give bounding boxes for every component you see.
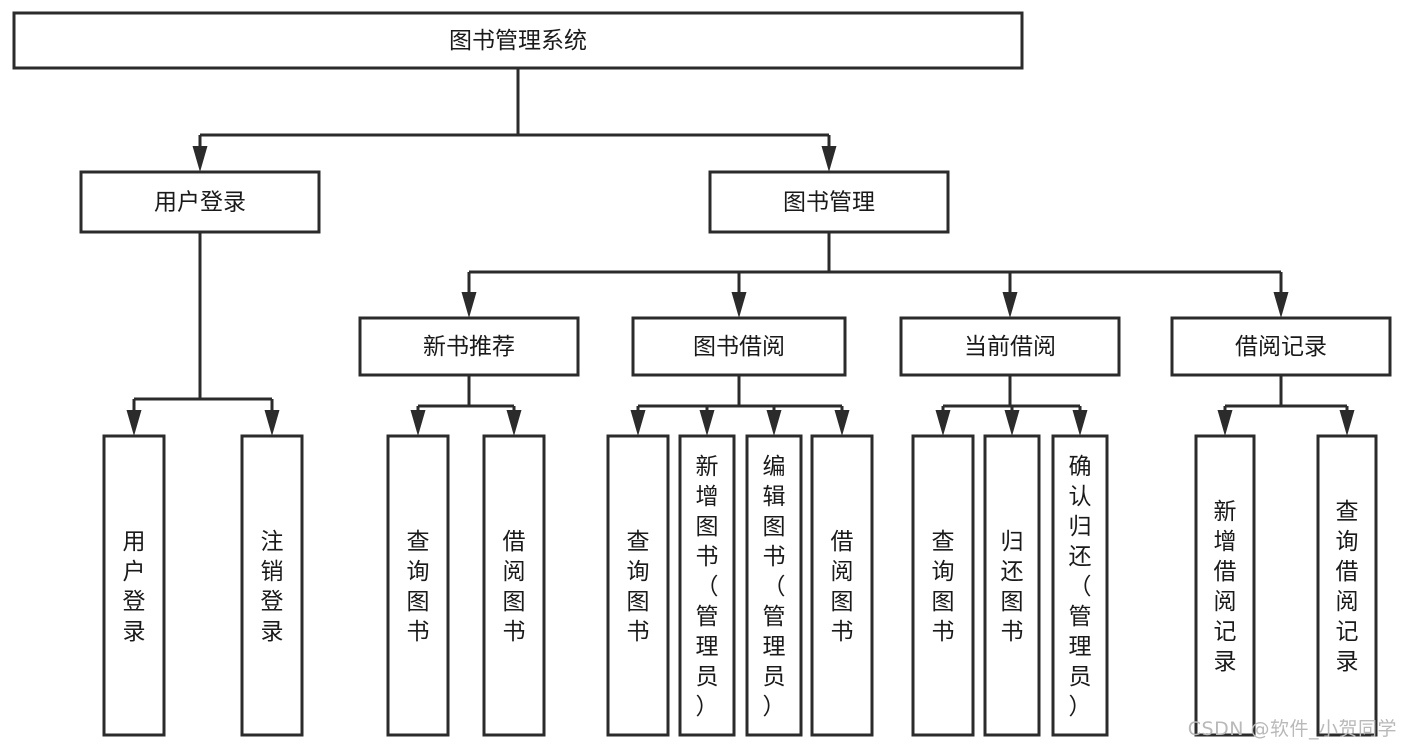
node-l3-borrow-record[interactable]: 借阅记录 — [1170, 316, 1392, 377]
node-label: 借阅记录 — [1235, 334, 1327, 360]
node-leaf-borrow-book-1[interactable]: 借阅图书 — [482, 434, 546, 737]
node-label: 当前借阅 — [964, 334, 1056, 360]
connector-group-l3_new_book_rec — [410, 375, 522, 436]
connector-group-l3_book_borrow — [630, 375, 850, 436]
node-leaf-query-book-3[interactable]: 查询图书 — [911, 434, 975, 737]
node-leaf-query-record[interactable]: 查询借阅记录 — [1316, 434, 1378, 737]
connector-group-l2_user_login — [126, 232, 280, 436]
node-l3-book-borrow[interactable]: 图书借阅 — [631, 316, 847, 377]
connector-group-l3_current_borrow — [935, 375, 1088, 436]
node-label: 图书管理 — [783, 190, 875, 216]
node-leaf-query-book-2[interactable]: 查询图书 — [606, 434, 670, 737]
connector-group-l3_borrow_record — [1217, 375, 1355, 436]
node-label: 借阅图书 — [503, 529, 526, 645]
node-label: 新书推荐 — [423, 334, 515, 360]
node-root[interactable]: 图书管理系统 — [12, 11, 1024, 70]
node-label: 查询借阅记录 — [1336, 499, 1359, 675]
node-label: 查询图书 — [407, 529, 430, 645]
node-label: 查询图书 — [627, 529, 650, 645]
node-label: 图书借阅 — [693, 334, 785, 360]
connector-layer — [126, 68, 1355, 436]
node-label: 借阅图书 — [831, 529, 854, 645]
node-leaf-confirm-return[interactable]: 确认归还（管理员） — [1051, 434, 1109, 737]
node-leaf-edit-book[interactable]: 编辑图书（管理员） — [745, 434, 803, 737]
node-leaf-add-record[interactable]: 新增借阅记录 — [1194, 434, 1256, 737]
node-label: 用户登录 — [154, 190, 246, 216]
node-label: 编辑图书（管理员） — [763, 454, 786, 720]
node-l3-new-book-rec[interactable]: 新书推荐 — [358, 316, 580, 377]
node-label: 图书管理系统 — [449, 28, 587, 54]
node-label: 归还图书 — [1001, 529, 1024, 645]
node-leaf-user-login[interactable]: 用户登录 — [102, 434, 166, 737]
csdn-watermark: CSDN @软件_小贺同学 — [1187, 718, 1397, 740]
node-leaf-query-book-1[interactable]: 查询图书 — [386, 434, 450, 737]
connector-group-l2_book_manage — [461, 232, 1289, 318]
node-label: 确认归还（管理员） — [1069, 454, 1092, 720]
node-l2-book-manage[interactable]: 图书管理 — [708, 170, 950, 234]
node-label: 查询图书 — [932, 529, 955, 645]
connector-group-root — [192, 68, 837, 172]
node-layer: 图书管理系统用户登录图书管理新书推荐图书借阅当前借阅借阅记录用户登录注销登录查询… — [12, 11, 1392, 737]
node-leaf-add-book[interactable]: 新增图书（管理员） — [678, 434, 736, 737]
node-label: 新增图书（管理员） — [696, 454, 719, 720]
node-label: 注销登录 — [261, 529, 284, 645]
node-label: 用户登录 — [123, 529, 146, 645]
node-label: 新增借阅记录 — [1214, 499, 1237, 675]
node-leaf-logout[interactable]: 注销登录 — [240, 434, 304, 737]
node-l2-user-login[interactable]: 用户登录 — [79, 170, 321, 234]
node-leaf-return-book[interactable]: 归还图书 — [983, 434, 1041, 737]
node-leaf-borrow-book-2[interactable]: 借阅图书 — [810, 434, 874, 737]
node-l3-current-borrow[interactable]: 当前借阅 — [899, 316, 1121, 377]
